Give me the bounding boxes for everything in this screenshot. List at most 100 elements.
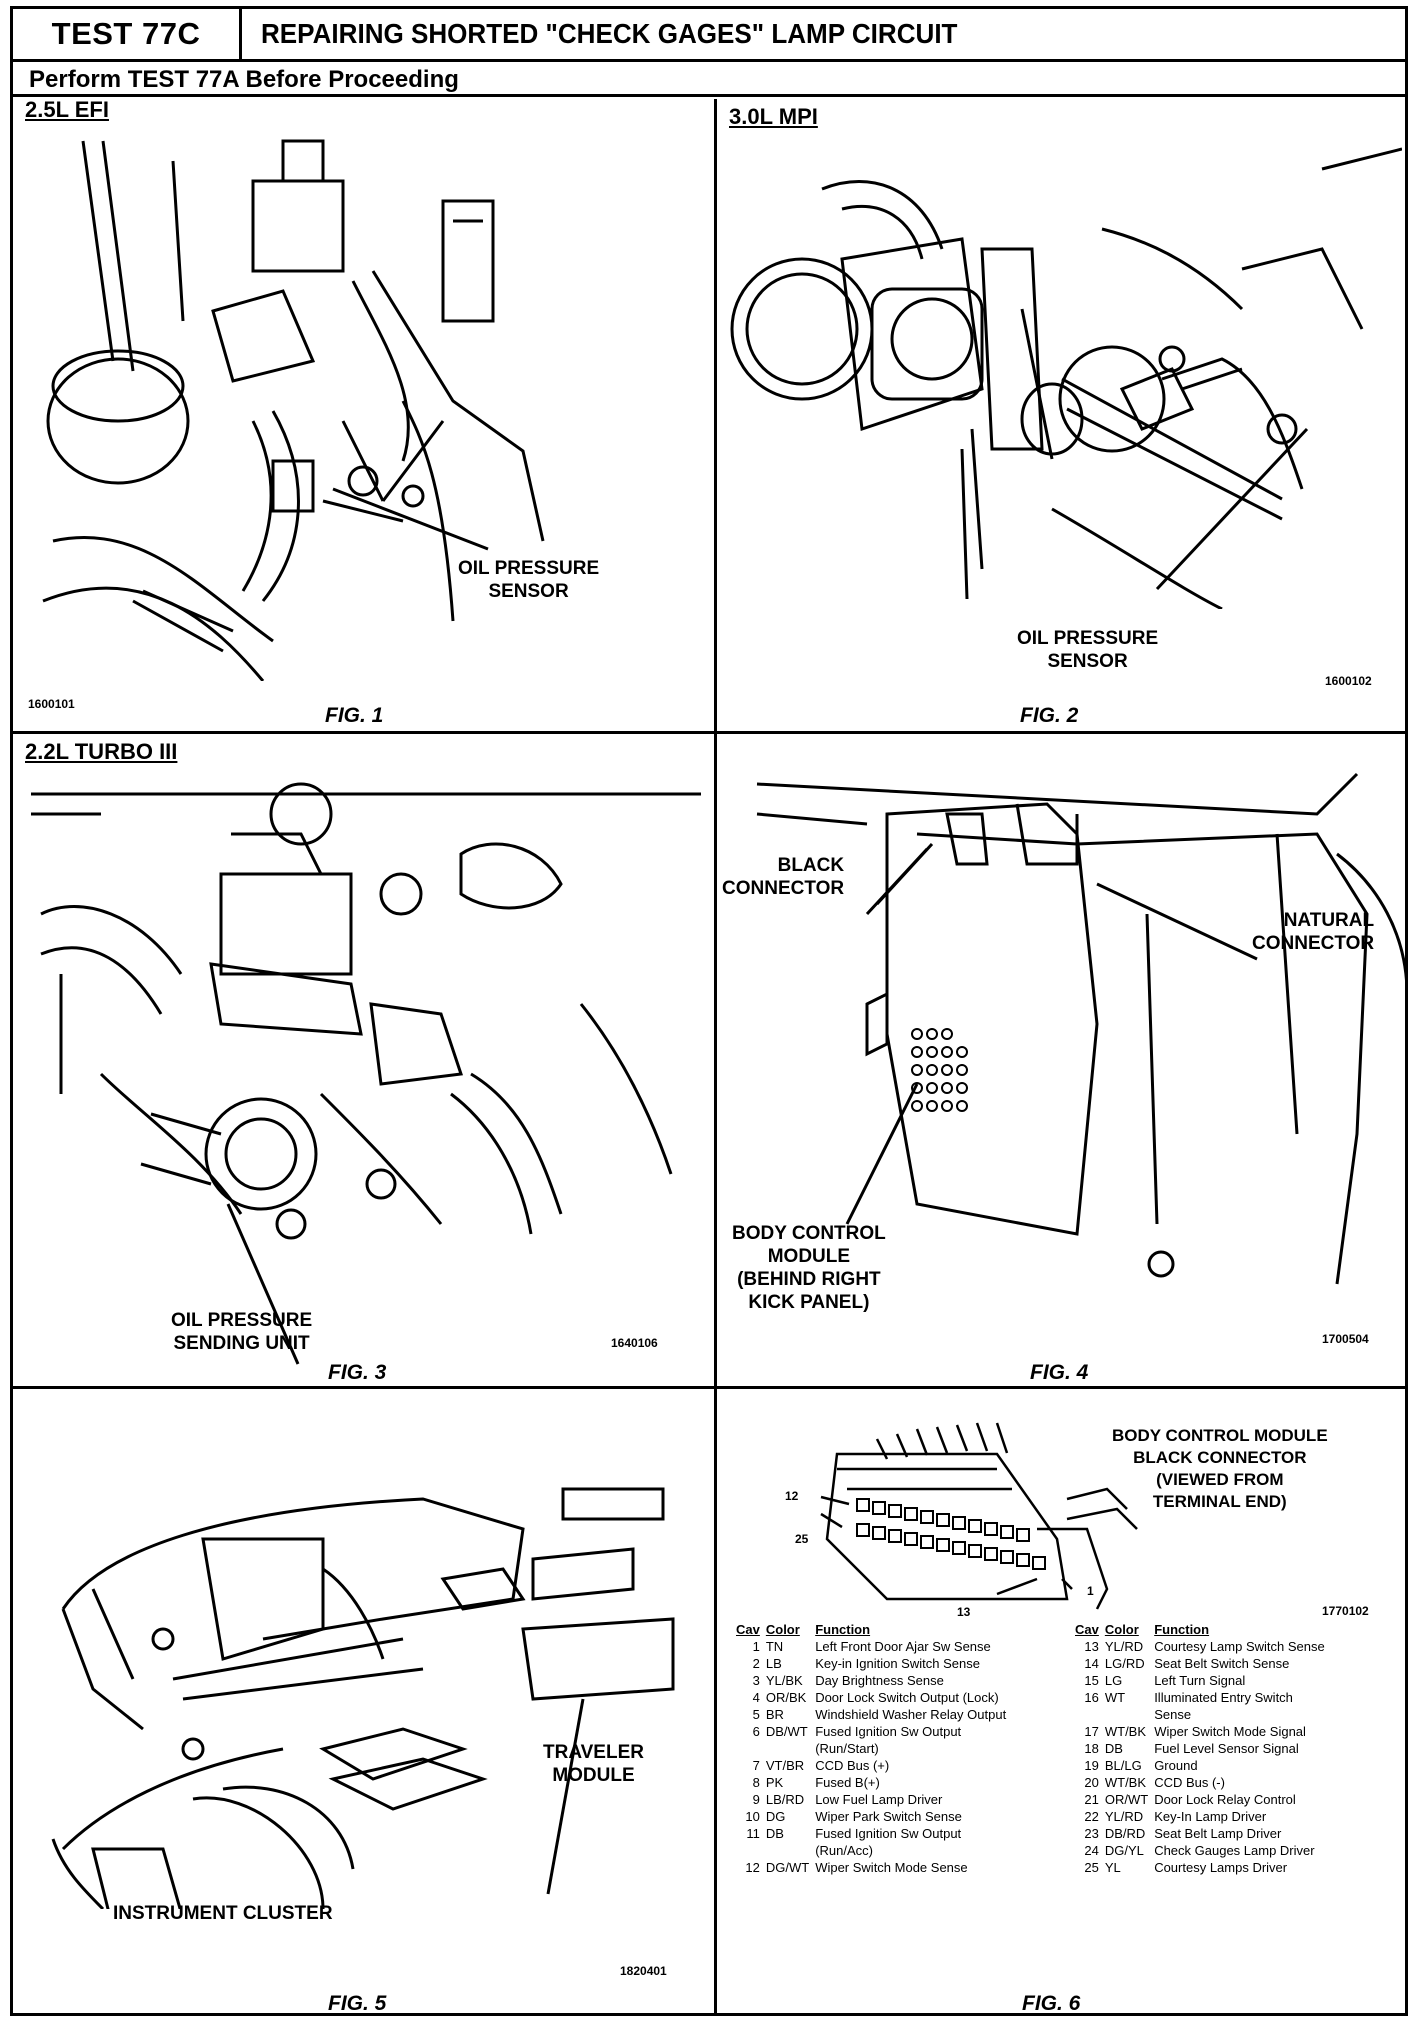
- fig3-leader-line: [226, 1203, 300, 1365]
- fig5-code: 1820401: [620, 1964, 667, 1978]
- function-cell: Key-In Lamp Driver: [1154, 1809, 1267, 1824]
- fig2-panel: 3.0L MPI OIL PRESSURE SENSOR 1600102 FIG…: [717, 99, 1408, 731]
- function-cell: Seat Belt Switch Sense: [1154, 1656, 1290, 1671]
- cav-cell: 12: [745, 1860, 760, 1875]
- page-header: TEST 77C REPAIRING SHORTED "CHECK GAGES"…: [13, 9, 1405, 62]
- cav-cell: 1: [752, 1639, 760, 1654]
- fig1-callout: OIL PRESSURE SENSOR: [458, 558, 600, 602]
- cav-cell: 2: [752, 1656, 760, 1671]
- function-cell: Illuminated Entry Switch Sense: [1154, 1690, 1293, 1722]
- function-cell: Windshield Washer Relay Output: [815, 1707, 1007, 1722]
- table-row: 19 BL/LG Ground: [1072, 1757, 1328, 1774]
- cav-cell: 6: [752, 1724, 760, 1739]
- fig2-leader-line: [1155, 427, 1309, 591]
- cav-cell: 16: [1084, 1690, 1099, 1705]
- color-cell: PK: [765, 1775, 784, 1790]
- function-cell: Door Lock Relay Control: [1154, 1792, 1296, 1807]
- col-cav: Cav: [736, 1622, 760, 1637]
- function-cell: CCD Bus (+): [815, 1758, 890, 1773]
- fig4-callout-black: BLACK CONNECTOR: [722, 855, 845, 899]
- function-cell: Check Gauges Lamp Driver: [1154, 1843, 1315, 1858]
- col-color: Color: [765, 1622, 800, 1637]
- cav-cell: 21: [1084, 1792, 1099, 1807]
- fig6-code: 1770102: [1322, 1604, 1369, 1618]
- fig5-dashboard-drawing: [51, 1487, 675, 1909]
- col-function: Function: [815, 1622, 871, 1637]
- color-cell: YL: [1104, 1860, 1121, 1875]
- function-cell: Low Fuel Lamp Driver: [815, 1792, 943, 1807]
- col-color: Color: [1104, 1622, 1139, 1637]
- function-cell: Courtesy Lamp Switch Sense: [1154, 1639, 1325, 1654]
- color-cell: WT/BK: [1104, 1724, 1147, 1739]
- function-cell: Door Lock Switch Output (Lock): [815, 1690, 999, 1705]
- color-cell: DB/RD: [1104, 1826, 1146, 1841]
- color-cell: YL/RD: [1104, 1809, 1144, 1824]
- color-cell: YL/RD: [1104, 1639, 1144, 1654]
- function-cell: Ground: [1154, 1758, 1198, 1773]
- function-cell: Seat Belt Lamp Driver: [1154, 1826, 1282, 1841]
- fig4-panel: BLACK CONNECTOR NATURAL CONNECTOR BODY C…: [717, 734, 1408, 1386]
- fig4-caption: FIG. 4: [1030, 1361, 1089, 1384]
- color-cell: DG/YL: [1104, 1843, 1144, 1858]
- fig5-callout-cluster: INSTRUMENT CLUSTER: [113, 1903, 333, 1924]
- color-cell: OR/WT: [1104, 1792, 1149, 1807]
- cav-cell: 4: [752, 1690, 760, 1705]
- function-cell: Wiper Switch Mode Signal: [1154, 1724, 1306, 1739]
- color-cell: BL/LG: [1104, 1758, 1142, 1773]
- fig2-engine-label: 3.0L MPI: [729, 104, 818, 129]
- fig4-callout-bcm: BODY CONTROL MODULE (BEHIND RIGHT KICK P…: [732, 1223, 886, 1313]
- fig6-caption: FIG. 6: [1022, 1992, 1081, 2015]
- function-cell: Wiper Park Switch Sense: [815, 1809, 962, 1824]
- fig3-caption: FIG. 3: [328, 1361, 387, 1384]
- color-cell: VT/BR: [765, 1758, 805, 1773]
- fig2-code: 1600102: [1325, 674, 1372, 688]
- cav-cell: 3: [752, 1673, 760, 1688]
- fig3-panel: 2.2L TURBO III OIL PRESSURE SENDING UNIT…: [13, 734, 714, 1386]
- page-subtitle: Perform TEST 77A Before Proceeding: [13, 62, 1405, 97]
- cav-cell: 15: [1084, 1673, 1099, 1688]
- fig1-engine-drawing: [42, 139, 545, 681]
- fig4-bcm-drawing: [756, 772, 1407, 1285]
- fig5-caption: FIG. 5: [328, 1992, 387, 2015]
- fig3-engine-label: 2.2L TURBO III: [25, 739, 178, 764]
- col-cav: Cav: [1075, 1622, 1099, 1637]
- row-divider-2: [13, 1386, 1405, 1389]
- cav-cell: 7: [752, 1758, 760, 1773]
- cav-cell: 11: [746, 1826, 760, 1841]
- color-cell: DG: [765, 1809, 786, 1824]
- color-cell: TN: [765, 1639, 784, 1654]
- color-cell: WT/BK: [1104, 1775, 1147, 1790]
- color-cell: YL/BK: [765, 1673, 803, 1688]
- function-cell: Fuel Level Sensor Signal: [1154, 1741, 1299, 1756]
- fig2-callout: OIL PRESSURE SENSOR: [1017, 628, 1159, 672]
- color-cell: BR: [765, 1707, 784, 1722]
- color-cell: LB: [765, 1656, 782, 1671]
- table-row: 17 WT/BK Wiper Switch Mode Signal: [1072, 1723, 1328, 1740]
- cav-cell: 24: [1084, 1843, 1099, 1858]
- cav-cell: 19: [1084, 1758, 1099, 1773]
- fig3-callout: OIL PRESSURE SENDING UNIT: [171, 1310, 313, 1354]
- cav-cell: 20: [1084, 1775, 1099, 1790]
- function-cell: Wiper Switch Mode Sense: [815, 1860, 968, 1875]
- fig6-pin-13: 13: [957, 1605, 971, 1619]
- cav-cell: 17: [1084, 1724, 1099, 1739]
- cav-cell: 8: [752, 1775, 760, 1790]
- cav-cell: 18: [1084, 1741, 1099, 1756]
- color-cell: WT: [1104, 1690, 1126, 1705]
- fig1-leader-line: [332, 487, 489, 551]
- fig1-engine-label: 2.5L EFI: [25, 97, 109, 122]
- fig6-pin-12: 12: [785, 1489, 799, 1503]
